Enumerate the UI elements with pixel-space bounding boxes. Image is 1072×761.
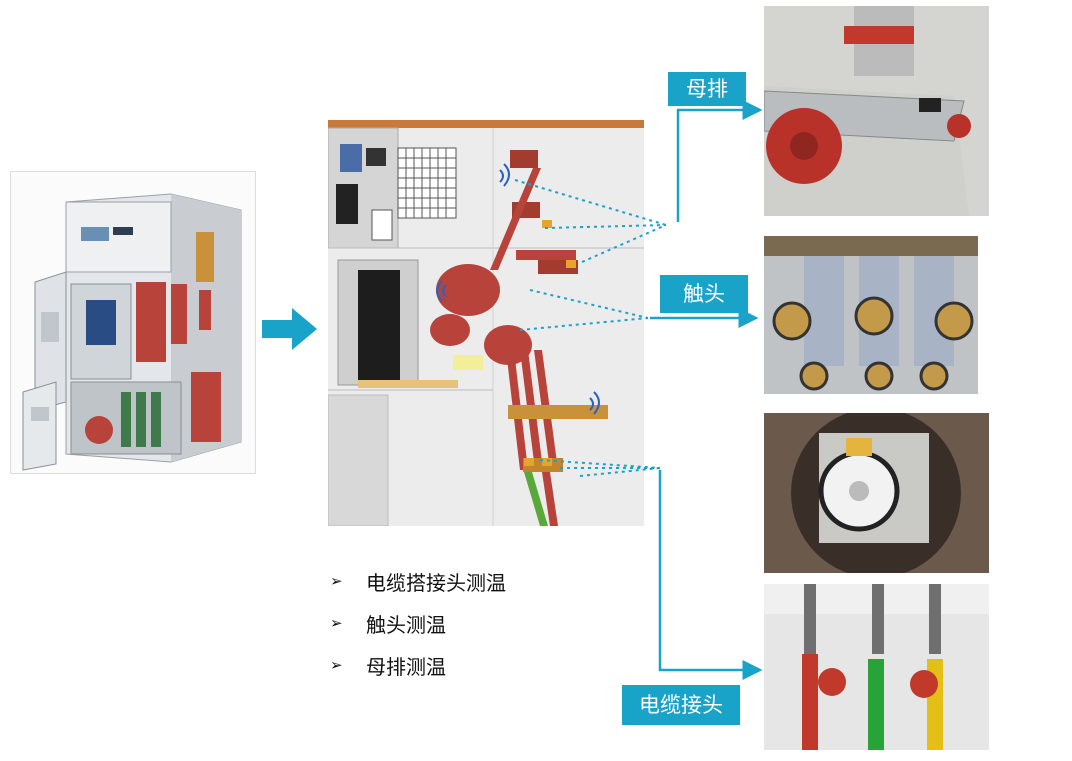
- cable-joint-label: 电缆接头: [622, 685, 740, 725]
- wifi-signal-icon: [436, 163, 600, 415]
- list-item: ➢ 母排测温: [330, 644, 506, 686]
- contact-label: 触头: [660, 275, 748, 313]
- right-arrow-icon: [262, 308, 318, 350]
- busbar-label: 母排: [668, 72, 746, 106]
- busbar-photo: [763, 6, 989, 216]
- list-item: ➢ 触头测温: [330, 602, 506, 644]
- contact-sensor-photo: [764, 408, 989, 578]
- list-item-label: 母排测温: [366, 654, 446, 679]
- cable-joint-photo: [764, 584, 989, 750]
- arrow-bullet-icon: ➢: [330, 614, 343, 632]
- measurement-list: ➢ 电缆搭接头测温 ➢ 触头测温 ➢ 母排测温: [330, 560, 506, 686]
- contact-photo: [764, 236, 978, 394]
- switchgear-cabinet-image: [10, 171, 256, 474]
- list-item-label: 触头测温: [366, 612, 446, 637]
- list-item-label: 电缆搭接头测温: [366, 570, 506, 595]
- list-item: ➢ 电缆搭接头测温: [330, 560, 506, 602]
- arrow-bullet-icon: ➢: [330, 656, 343, 674]
- arrow-bullet-icon: ➢: [330, 572, 343, 590]
